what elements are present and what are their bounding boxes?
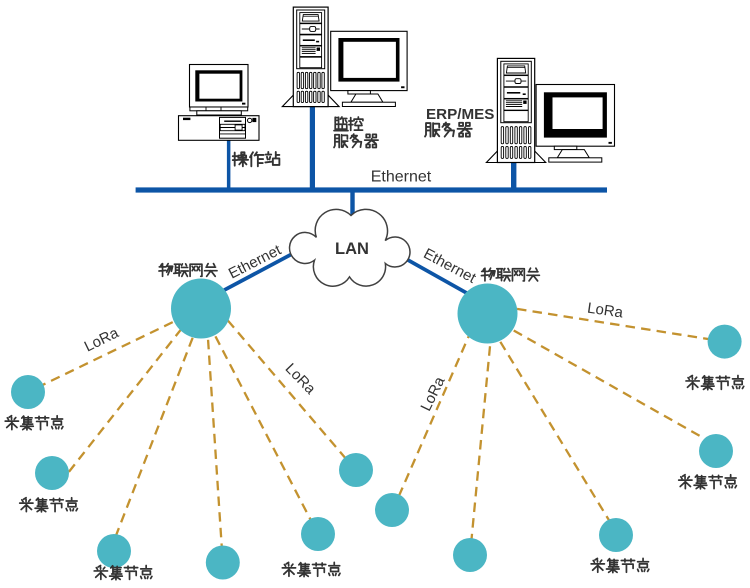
svg-text:ERP/MES: ERP/MES [426,106,494,123]
svg-text:LoRa: LoRa [586,300,625,322]
svg-text:Ethernet: Ethernet [371,169,432,186]
svg-text:LAN: LAN [335,240,369,258]
